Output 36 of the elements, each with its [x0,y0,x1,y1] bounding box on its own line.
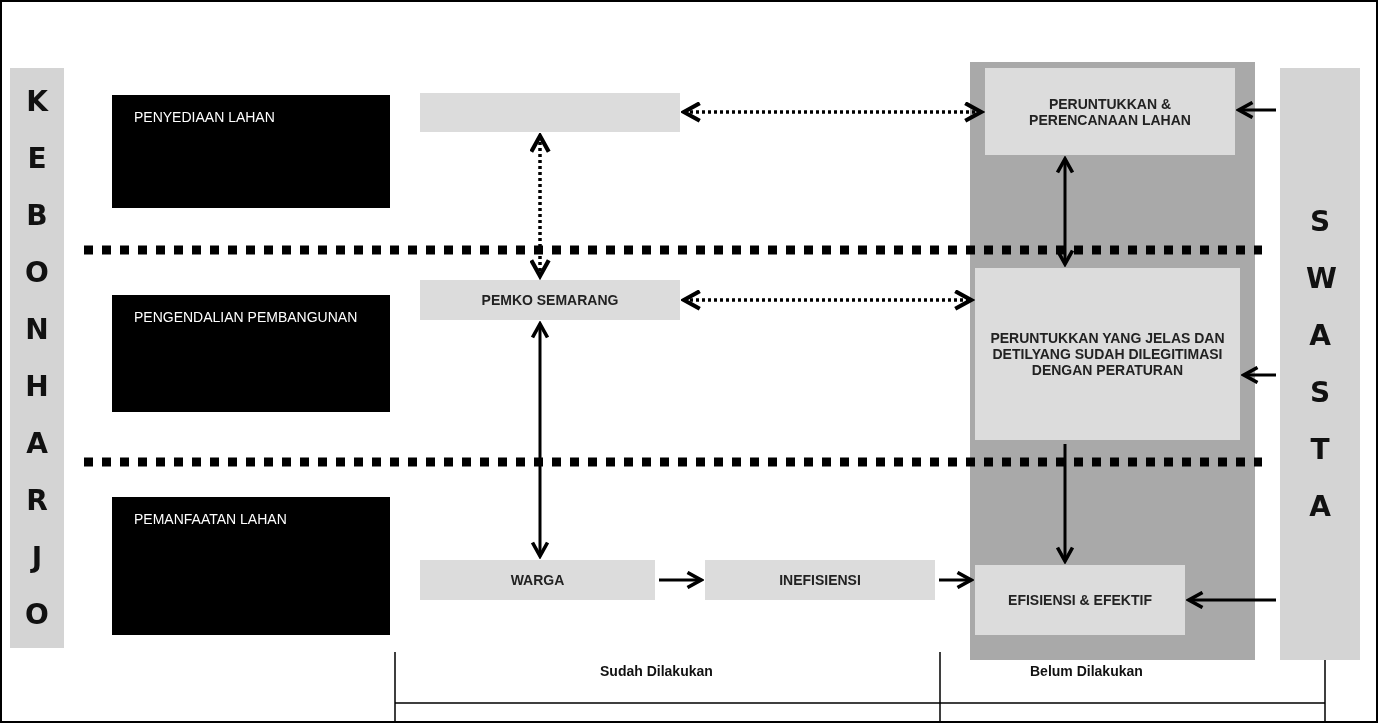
arrow [1055,444,1075,563]
arrow [681,289,974,311]
section-label: Belum Dilakukan [1030,663,1143,679]
arrow [1237,100,1276,120]
section-label: Sudah Dilakukan [600,663,713,679]
box-label: PEMANFAATAN LAHAN [134,511,287,527]
arrow [659,570,703,590]
category-box [112,295,390,412]
box-label: PERUNTUKKAN & PERENCANAAN LAHAN [1028,95,1192,128]
arrow [1187,590,1276,610]
arrow [529,133,551,279]
vertical-label-band [1280,68,1360,660]
process-box [975,268,1240,440]
box-label: PENGENDALIAN PEMBANGUNAN [134,309,358,325]
process-box [975,565,1185,635]
arrow [939,570,973,590]
process-box [420,280,680,320]
process-box [420,560,655,600]
arrow [1055,157,1075,266]
box-label: WARGA [510,572,565,588]
category-box [112,95,390,208]
category-box [112,497,390,635]
box-label: PERUNTUKKAN YANG JELAS DAN DETILYANG SUDAH DILEGITIMASI DENGAN PERATURAN [989,330,1226,378]
empty-box [420,93,680,132]
process-box [705,560,935,600]
arrow [681,101,984,123]
arrow [1242,365,1276,385]
box-label: EFISIENSI & EFEKTIF [1008,592,1152,608]
box-label: PEMKO SEMARANG [481,292,619,308]
arrow [530,322,550,558]
box-label: INEFISIENSI [779,572,861,588]
process-box [985,68,1235,155]
vertical-label: SWASTA [1306,204,1334,525]
box-label: PENYEDIAAN LAHAN [134,109,275,125]
vertical-label: KEBONHARJO [24,84,50,633]
vertical-label-band [10,68,64,648]
